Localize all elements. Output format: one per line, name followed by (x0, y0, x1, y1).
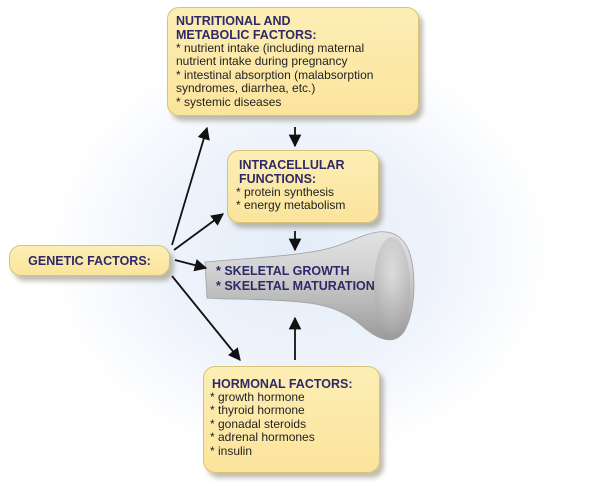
intracellular-item: * energy metabolism (236, 198, 346, 213)
nutritional-factors-title: NUTRITIONAL AND METABOLIC FACTORS: (176, 14, 317, 42)
arrow-genetic-to-intracellular (173, 213, 225, 251)
intracellular-functions-box: INTRACELLULAR FUNCTIONS: * protein synth… (227, 150, 379, 223)
outcome-item: * SKELETAL GROWTH (216, 264, 350, 278)
arrow-genetic-to-nutritional (171, 126, 210, 246)
hormonal-item: * thyroid hormone (210, 403, 305, 418)
hormonal-factors-title: HORMONAL FACTORS: (212, 377, 353, 391)
nutritional-item: nutrient intake during pregnancy (176, 54, 348, 69)
nutritional-item: * nutrient intake (including maternal (176, 41, 365, 55)
hormonal-item: * gonadal steroids (210, 416, 307, 431)
nutritional-item: * systemic diseases (176, 94, 282, 109)
hormonal-item: * adrenal hormones (210, 430, 315, 445)
intracellular-functions-title: INTRACELLULAR FUNCTIONS: (239, 158, 345, 186)
hormonal-item: * growth hormone (210, 390, 305, 404)
nutritional-item: syndromes, diarrhea, etc.) (176, 81, 316, 96)
outcome-item: * SKELETAL MATURATION (216, 279, 375, 293)
intracellular-item: * protein synthesis (236, 185, 335, 199)
nutritional-item: * intestinal absorption (malabsorption (176, 67, 374, 82)
arrow-genetic-to-hormonal (171, 275, 241, 361)
genetic-factors-box: GENETIC FACTORS: (9, 245, 170, 276)
nutritional-factors-box: NUTRITIONAL AND METABOLIC FACTORS: * nut… (167, 7, 419, 116)
genetic-factors-title: GENETIC FACTORS: (28, 253, 151, 268)
hormonal-item: * insulin (210, 443, 253, 458)
hormonal-factors-box: HORMONAL FACTORS: * growth hormone * thy… (203, 366, 380, 473)
skeletal-outcomes: * SKELETAL GROWTH * SKELETAL MATURATION (216, 264, 375, 294)
arrow-genetic-to-bone (174, 259, 208, 272)
